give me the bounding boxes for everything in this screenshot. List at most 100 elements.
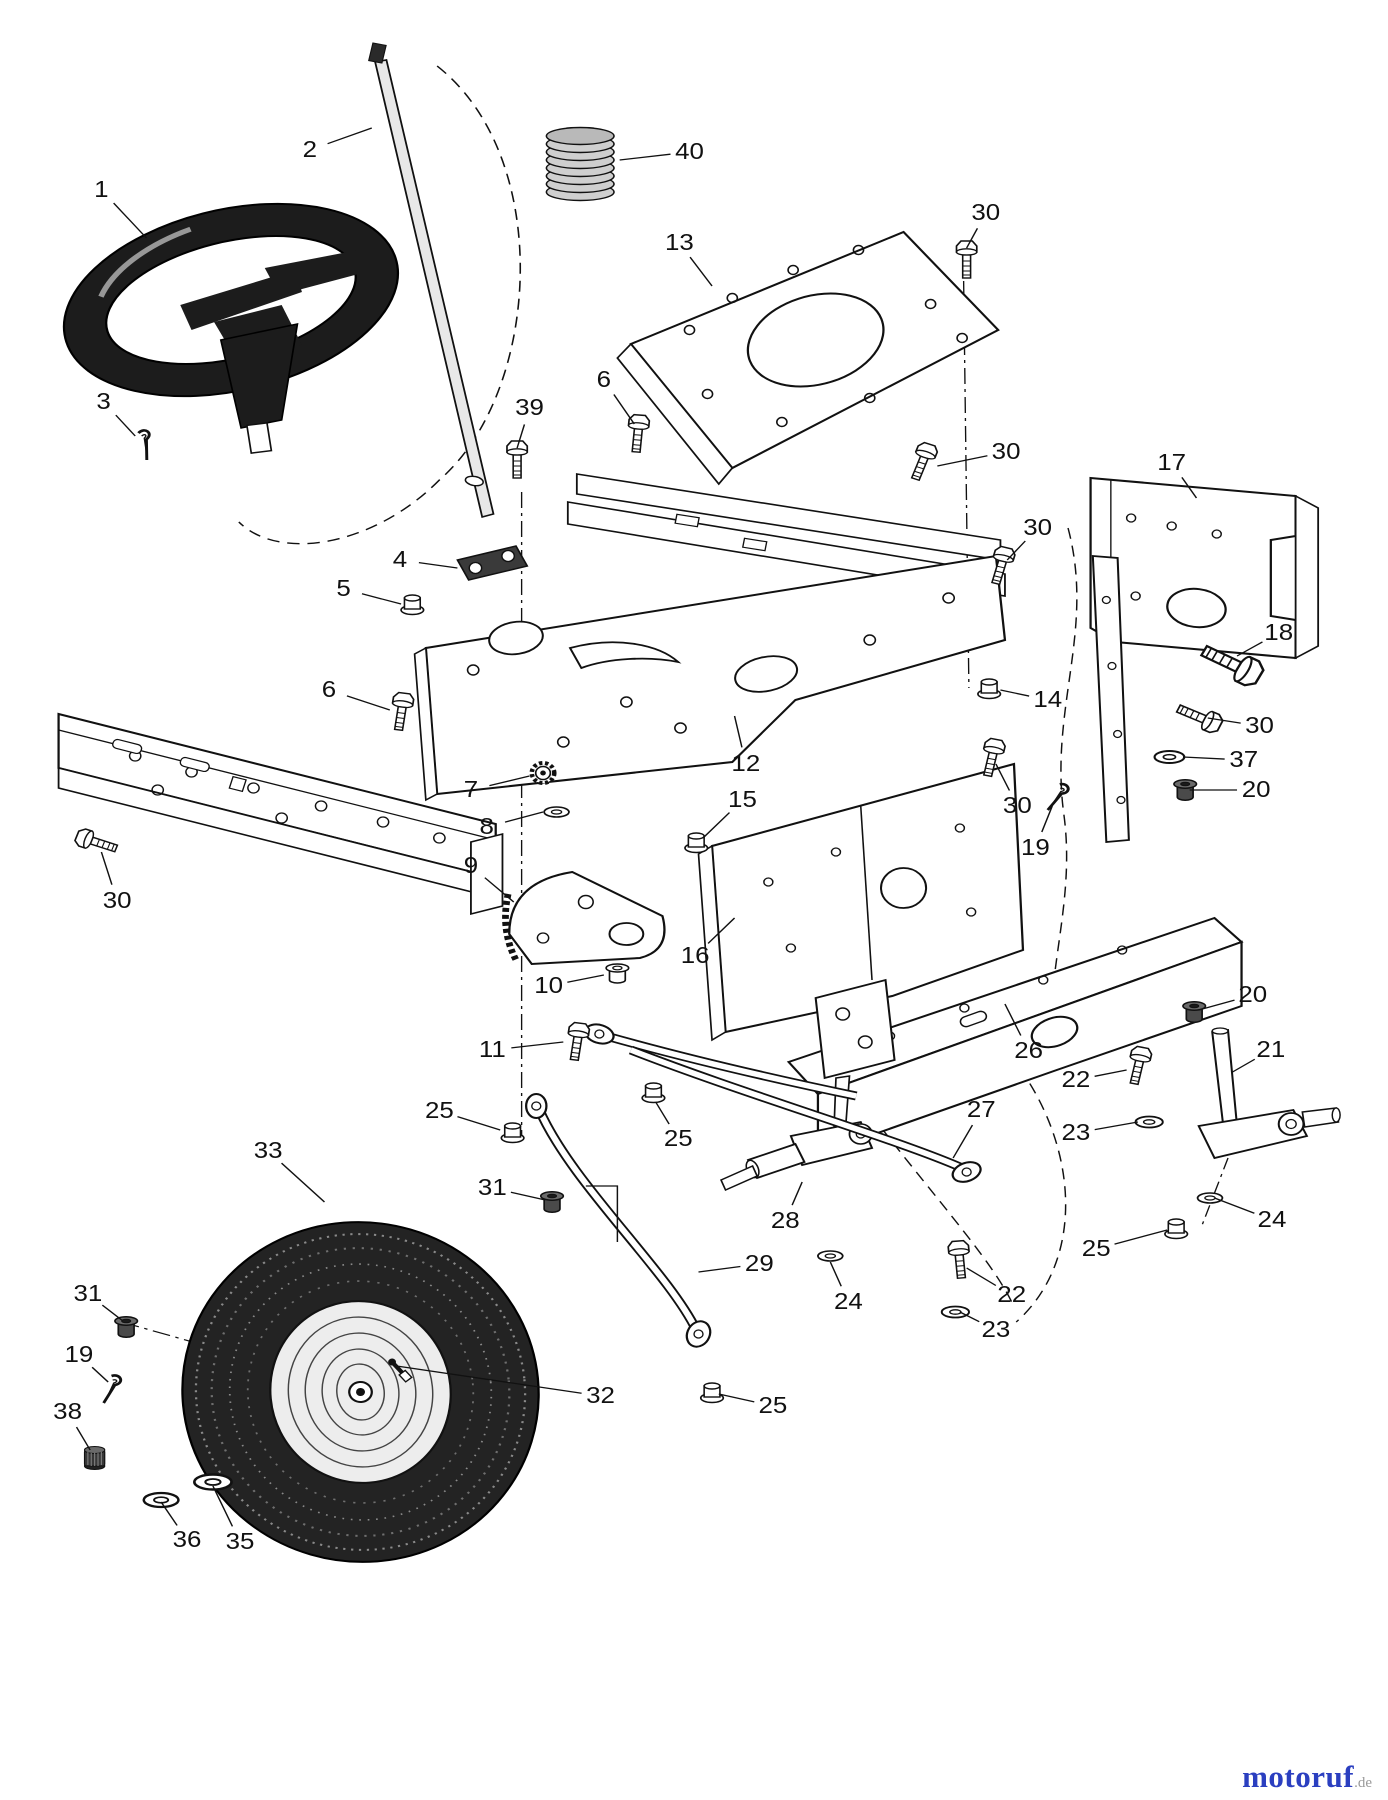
leader-line-31 <box>101 1304 123 1321</box>
part-label-19: 19 <box>64 1342 93 1367</box>
bushdark-hardware <box>1182 1000 1207 1024</box>
leader-line-21 <box>1232 1058 1256 1073</box>
leader-line-30 <box>1006 540 1026 561</box>
leader-line-37 <box>1182 756 1225 760</box>
part-label-23: 23 <box>982 1317 1011 1342</box>
leader-line-9 <box>484 877 515 903</box>
part-label-20: 20 <box>1238 982 1267 1007</box>
leader-line-8 <box>504 811 544 823</box>
leader-line-22 <box>1094 1069 1127 1077</box>
cap-hardware <box>83 1445 106 1471</box>
part-label-10: 10 <box>534 973 563 998</box>
bolt-hardware <box>625 413 651 454</box>
leader-line-26 <box>1004 1003 1022 1036</box>
leader-lines <box>75 127 1263 1527</box>
part-label-25: 25 <box>664 1126 693 1151</box>
left-spindle <box>719 978 896 1192</box>
part-label-20: 20 <box>1242 777 1271 802</box>
steering-hub-cone <box>219 323 299 429</box>
leader-line-27 <box>952 1124 974 1159</box>
part-label-18: 18 <box>1264 620 1293 645</box>
chassis-plate <box>413 554 1007 802</box>
part-label-7: 7 <box>464 777 478 802</box>
bushing-bracket-line <box>585 1185 619 1242</box>
part-label-39: 39 <box>515 395 544 420</box>
part-label-13: 13 <box>665 230 694 255</box>
watermark-brand: motoruf <box>1242 1759 1355 1794</box>
leader-line-17 <box>1181 477 1198 499</box>
part-label-30: 30 <box>1245 713 1274 738</box>
leader-line-28 <box>791 1181 803 1206</box>
bolt-hardware <box>946 1239 973 1280</box>
bushing-hardware <box>605 963 630 984</box>
part-label-2: 2 <box>303 137 317 162</box>
part-label-25: 25 <box>758 1393 787 1418</box>
leader-line-1 <box>113 202 148 239</box>
leader-line-30 <box>100 851 113 885</box>
leader-line-7 <box>489 775 530 787</box>
leader-line-35 <box>212 1485 234 1527</box>
leader-line-3 <box>115 414 136 437</box>
bolt-hardware <box>1123 1044 1154 1087</box>
part-label-4: 4 <box>393 547 407 572</box>
leader-line-10 <box>567 974 605 983</box>
leader-line-5 <box>361 593 402 605</box>
part-label-14: 14 <box>1033 687 1062 712</box>
washer-hardware <box>817 1250 844 1262</box>
part-label-24: 24 <box>1258 1207 1287 1232</box>
part-label-32: 32 <box>586 1383 615 1408</box>
part-label-17: 17 <box>1157 450 1186 475</box>
part-label-25: 25 <box>1082 1236 1111 1261</box>
support-bracket <box>1089 476 1320 660</box>
part-label-12: 12 <box>731 751 760 776</box>
nut-hardware <box>500 1122 525 1144</box>
console-bracket <box>697 762 1025 1042</box>
part-label-1: 1 <box>94 177 108 202</box>
leader-line-13 <box>689 256 713 287</box>
washer-hardware <box>142 1491 180 1509</box>
tie-rod <box>525 1093 712 1348</box>
part-label-3: 3 <box>96 389 110 414</box>
part-label-28: 28 <box>771 1208 800 1233</box>
part-label-16: 16 <box>681 943 710 968</box>
leader-line-25 <box>655 1101 670 1125</box>
steering-sector-gear <box>502 870 666 966</box>
steering-wheel <box>62 202 400 454</box>
nut-hardware <box>400 594 425 616</box>
leader-line-18 <box>1236 641 1263 657</box>
part-label-5: 5 <box>336 576 350 601</box>
leader-line-6 <box>613 394 635 425</box>
dashed-guide-spindle <box>1015 1067 1067 1323</box>
watermark: motoruf.de <box>1242 1761 1372 1792</box>
frame-assembly <box>786 916 1244 1156</box>
part-label-6: 6 <box>597 367 611 392</box>
part-label-40: 40 <box>675 139 704 164</box>
leader-line-25 <box>457 1116 501 1131</box>
part-label-30: 30 <box>103 888 132 913</box>
part-label-26: 26 <box>1014 1038 1043 1063</box>
steering-shaft <box>368 42 495 519</box>
part-label-6: 6 <box>322 677 336 702</box>
leader-line-12 <box>733 715 743 748</box>
leader-line-32 <box>396 1365 582 1394</box>
drag-link <box>628 1045 982 1183</box>
leader-line-39 <box>516 424 526 449</box>
washer-hardware <box>940 1305 971 1319</box>
stack-hardware <box>545 126 615 202</box>
leader-line-33 <box>281 1162 325 1203</box>
part-label-31: 31 <box>73 1281 102 1306</box>
part-label-30: 30 <box>1023 515 1052 540</box>
washer-hardware <box>1153 749 1186 765</box>
leader-line-30 <box>937 455 988 467</box>
part-label-23: 23 <box>1062 1120 1091 1145</box>
leader-line-25 <box>1114 1229 1168 1245</box>
leader-line-30 <box>965 228 979 249</box>
part-label-8: 8 <box>479 814 493 839</box>
leader-line-4 <box>418 561 458 569</box>
part-label-30: 30 <box>992 439 1021 464</box>
bolt-hardware <box>905 440 941 483</box>
leader-line-29 <box>698 1265 741 1273</box>
